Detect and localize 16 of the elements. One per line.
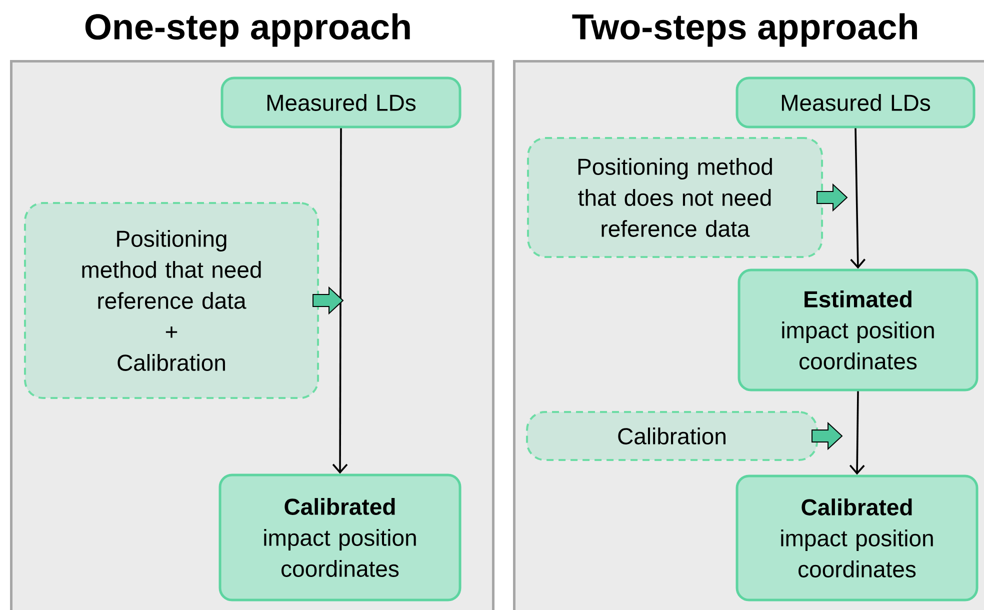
method-box: Positioning method that need reference data + Calibration [24, 202, 319, 399]
arrow [332, 128, 348, 474]
process-box: Calibrated impact position coordinates [218, 474, 462, 602]
process-box: Measured LDs [220, 76, 462, 128]
method-box: Positioning method that does not need reference data [527, 137, 824, 258]
block-arrow [812, 422, 843, 450]
arrow [850, 128, 866, 269]
panel-heading: One-step approach [85, 13, 410, 47]
block-arrow [312, 286, 344, 315]
method-box: Calibration [526, 411, 818, 461]
process-box: Calibrated impact position coordinates [736, 474, 978, 602]
process-box: Estimated impact position coordinates [738, 268, 978, 392]
block-arrow [816, 183, 848, 212]
panel-heading: Two-steps approach [572, 13, 917, 47]
process-box: Measured LDs [736, 76, 976, 128]
arrow [849, 391, 865, 475]
